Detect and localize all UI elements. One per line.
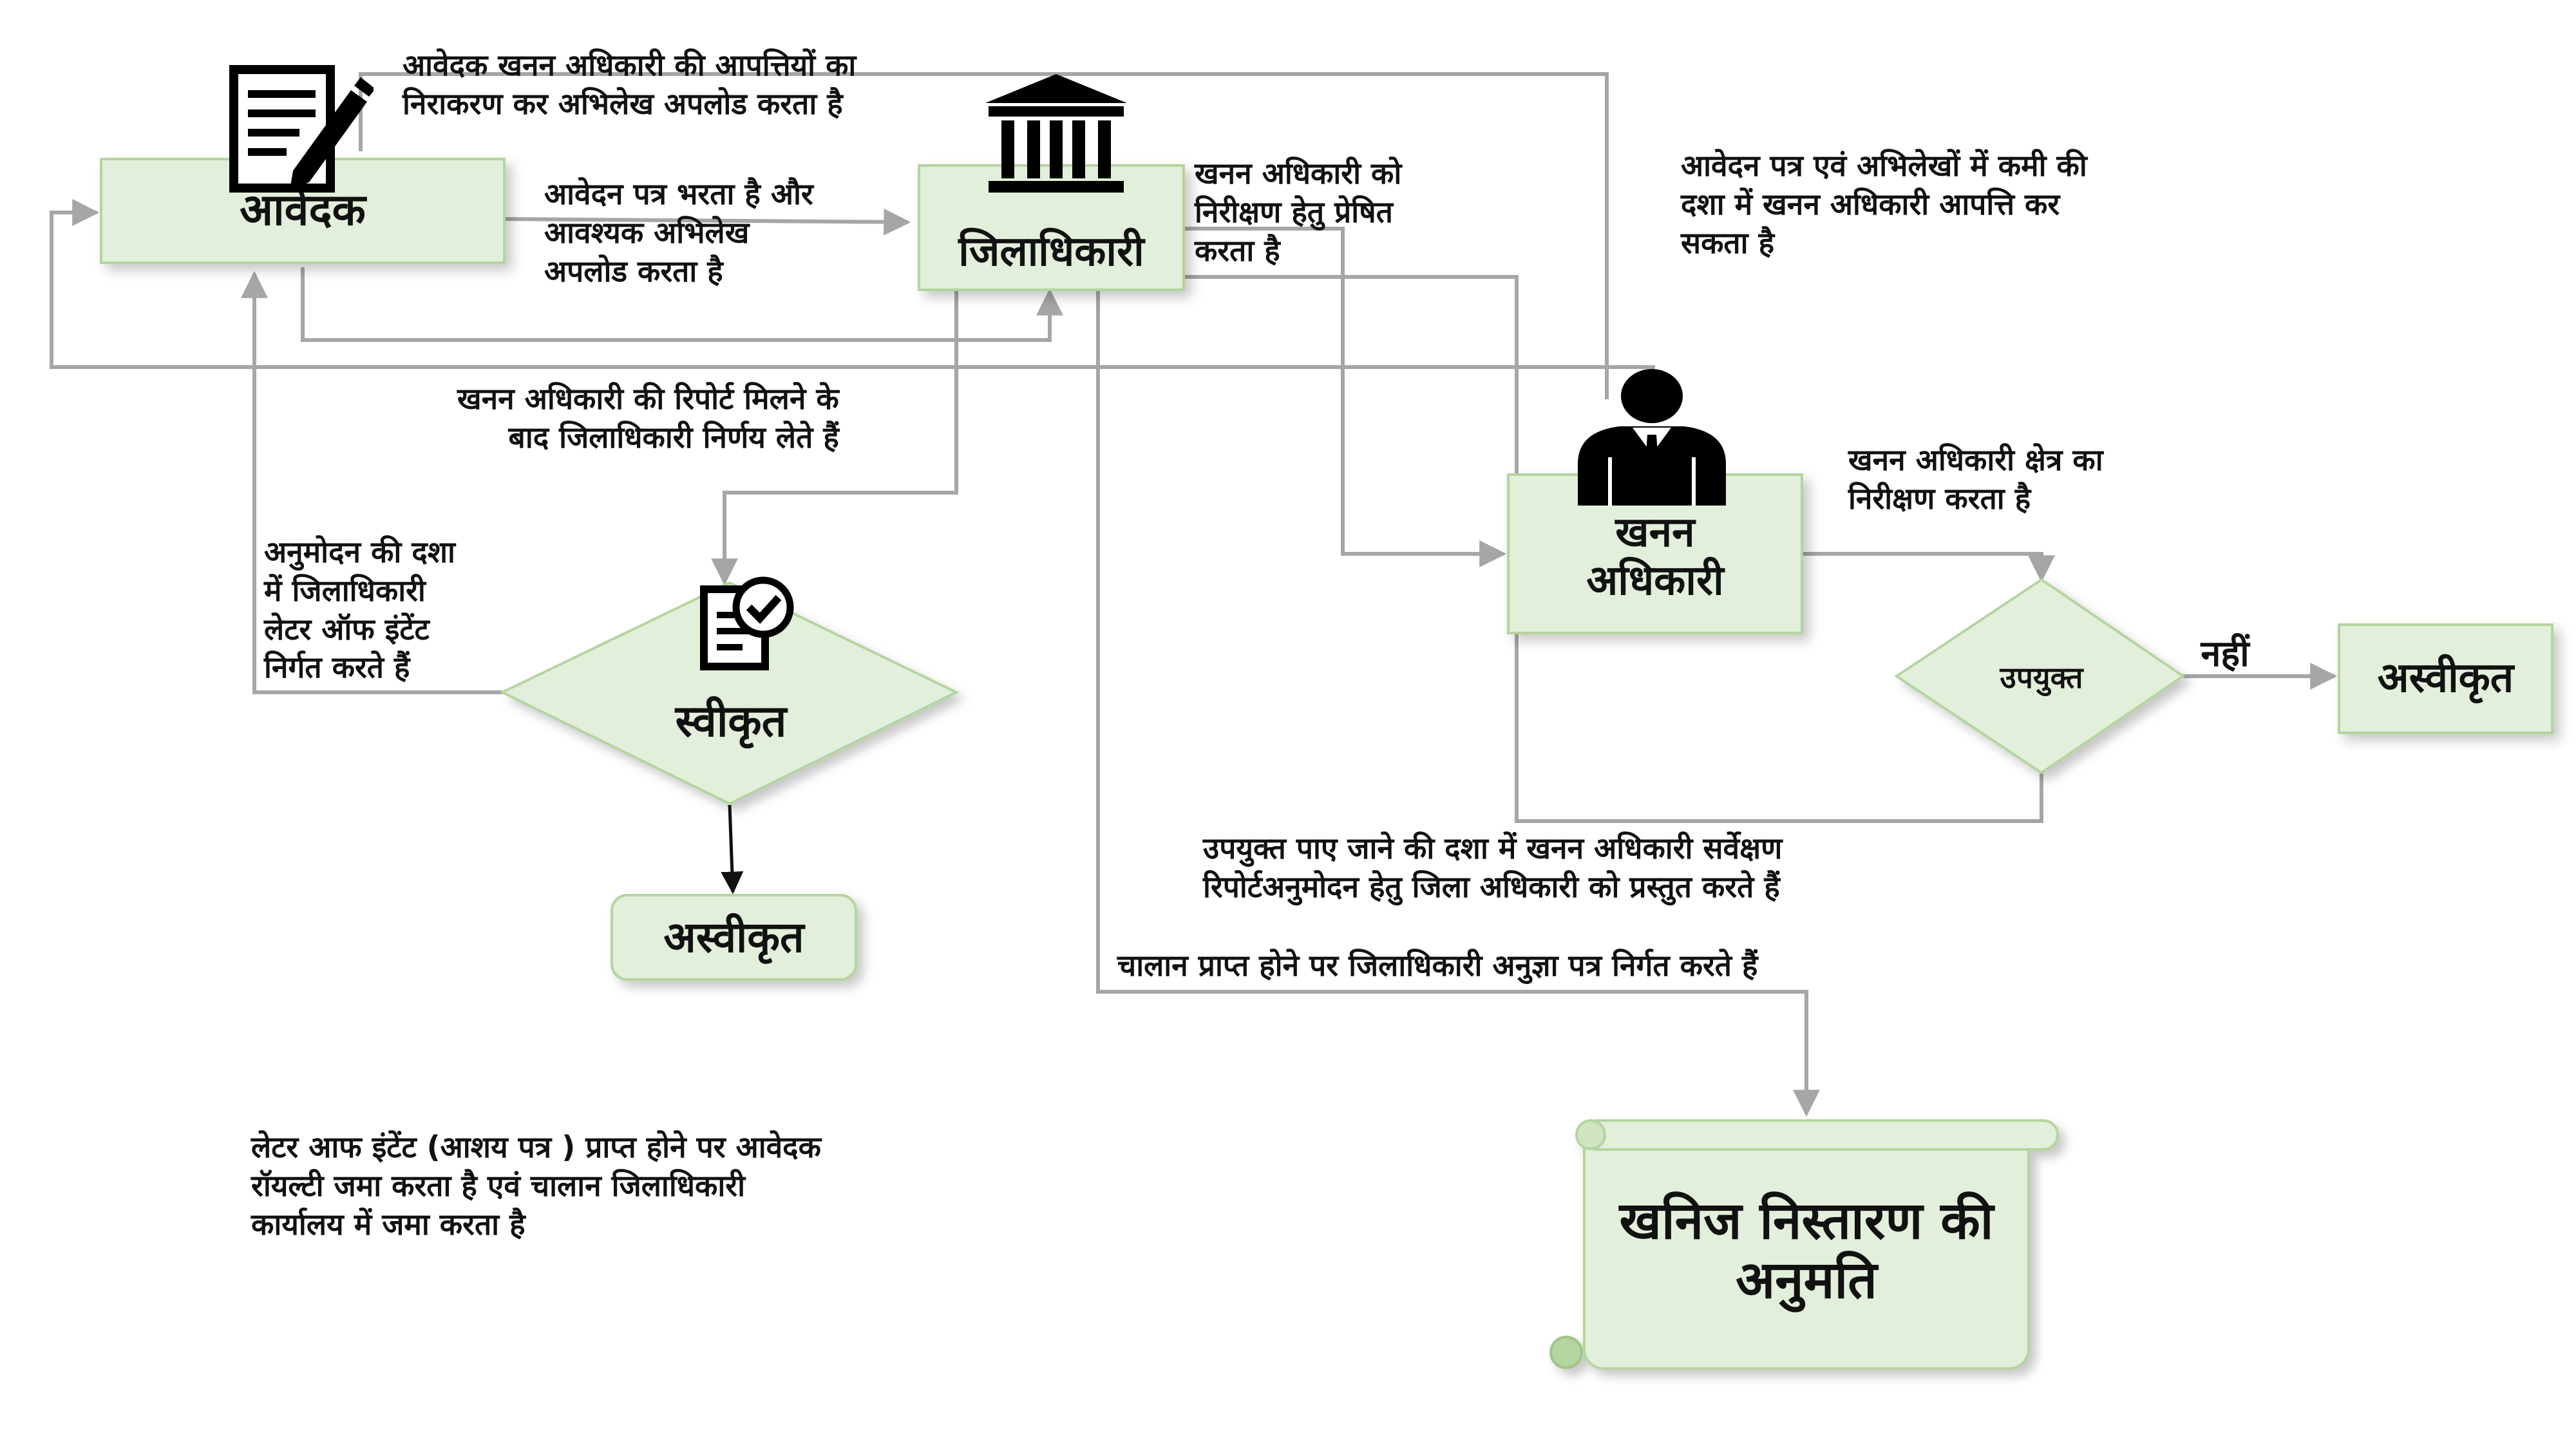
note-line: लेटर आफ इंटेंट (आशय पत्र ) प्राप्त होने …	[251, 1130, 821, 1164]
connector-officer-to-suitable	[1803, 552, 2055, 583]
connector-collector-to-officer	[1185, 227, 1507, 567]
note-line: बाद जिलाधिकारी निर्णय लेते हैं	[508, 419, 839, 455]
note-line: लेटर ऑफ इंटेंट	[264, 611, 430, 647]
note-line: खनन अधिकारी को	[1195, 156, 1402, 191]
connector-approved-to-applicant	[241, 270, 502, 694]
note-inspects-area: खनन अधिकारी क्षेत्र का निरीक्षण करता है	[1848, 441, 2103, 518]
note-survey-report: उपयुक्त पाए जाने की दशा में खनन अधिकारी …	[1203, 829, 1782, 907]
no-label: नहीं	[2201, 633, 2249, 675]
note-objection-on-deficiency: आवेदन पत्र एवं अभिलेखों में कमी की दशा म…	[1681, 147, 2087, 262]
checklist-icon	[700, 576, 794, 670]
mining-officer-label-line1: खनन	[1615, 508, 1695, 556]
officer-icon	[1578, 369, 1726, 506]
permit-scroll	[1549, 1119, 2059, 1370]
note-line: सकता है	[1681, 225, 1774, 260]
approved-label: स्वीकृत	[675, 696, 787, 747]
note-line: रॉयल्टी जमा करता है एवं चालान जिलाधिकारी	[251, 1168, 745, 1203]
rejected-left-label: अस्वीकृत	[663, 912, 804, 962]
applicant-label: आवेदक	[240, 185, 366, 236]
note-line: निराकरण कर अभिलेख अपलोड करता है	[402, 86, 843, 121]
permit-label-line1: खनिज निस्तारण की	[1619, 1191, 1994, 1251]
note-line: आवेदक खनन अधिकारी की आपत्तियों का	[402, 48, 857, 82]
government-building-icon	[985, 74, 1127, 193]
note-line: निरीक्षण करता है	[1848, 480, 2031, 516]
approved-diamond	[499, 581, 960, 806]
note-line: कार्यालय में जमा करता है	[251, 1206, 526, 1242]
connector-applicant-reupload	[301, 267, 1063, 342]
connector-approved-to-rejected	[721, 804, 744, 895]
rejected-left-node: अस्वीकृत	[611, 894, 857, 981]
note-line: आवेदन पत्र भरता है और	[544, 176, 813, 211]
connector-objection-loop-left	[50, 199, 1655, 369]
document-pen-icon	[229, 65, 374, 193]
rejected-right-label: अस्वीकृत	[2377, 654, 2514, 703]
connector-suitable-to-collector	[1150, 263, 2043, 823]
note-line: दशा में खनन अधिकारी आपत्ति कर	[1681, 186, 2060, 222]
mining-officer-node: खनन अधिकारी	[1507, 473, 1803, 634]
note-line: करता है	[1195, 232, 1280, 268]
note-royalty-deposit: लेटर आफ इंटेंट (आशय पत्र ) प्राप्त होने …	[251, 1128, 821, 1244]
rejected-right-node: अस्वीकृत	[2338, 623, 2553, 734]
note-line: खनन अधिकारी क्षेत्र का	[1848, 442, 2103, 477]
note-line: खनन अधिकारी की रिपोर्ट मिलने के	[457, 381, 839, 416]
note-line: रिपोर्टअनुमोदन हेतु जिला अधिकारी को प्रस…	[1203, 869, 1780, 904]
note-line: अपलोड करता है	[544, 253, 723, 289]
note-challan-received: चालान प्राप्त होने पर जिलाधिकारी अनुज्ञा…	[1117, 947, 1757, 985]
note-line: उपयुक्त पाए जाने की दशा में खनन अधिकारी …	[1203, 831, 1783, 866]
connector-applicant-to-collector	[505, 208, 911, 236]
permit-label: खनिज निस्तारण की अनुमति	[1584, 1191, 2029, 1310]
connector-objection-loop-top	[359, 72, 1609, 399]
suitable-diamond	[1894, 578, 2186, 775]
note-sent-for-inspection: खनन अधिकारी को निरीक्षण हेतु प्रेषित करत…	[1195, 155, 1401, 270]
note-collector-decides: खनन अधिकारी की रिपोर्ट मिलने के बाद जिला…	[457, 380, 839, 457]
collector-label: जिलाधिकारी	[958, 228, 1144, 276]
note-line: आवेदन पत्र एवं अभिलेखों में कमी की	[1681, 148, 2087, 183]
note-letter-of-intent: अनुमोदन की दशा में जिलाधिकारी लेटर ऑफ इं…	[264, 533, 455, 687]
note-line: अनुमोदन की दशा	[264, 535, 455, 569]
note-line: में जिलाधिकारी	[264, 573, 426, 608]
connector-collector-to-permit	[1096, 277, 1820, 1117]
note-line: निरीक्षण हेतु प्रेषित	[1195, 194, 1393, 229]
note-line: आवश्यक अभिलेख	[544, 214, 750, 250]
note-line: चालान प्राप्त होने पर जिलाधिकारी अनुज्ञा…	[1117, 948, 1758, 983]
connector-collector-to-approved	[711, 291, 958, 586]
note-fills-application: आवेदन पत्र भरता है और आवश्यक अभिलेख अपलो…	[544, 175, 813, 290]
permit-label-line2: अनुमति	[1736, 1250, 1877, 1310]
note-resolve-objections: आवेदक खनन अधिकारी की आपत्तियों का निराकर…	[402, 46, 856, 124]
note-line: निर्गत करते हैं	[264, 650, 410, 685]
suitable-label: उपयुक्त	[2000, 660, 2083, 695]
mining-officer-label-line2: अधिकारी	[1586, 557, 1724, 605]
